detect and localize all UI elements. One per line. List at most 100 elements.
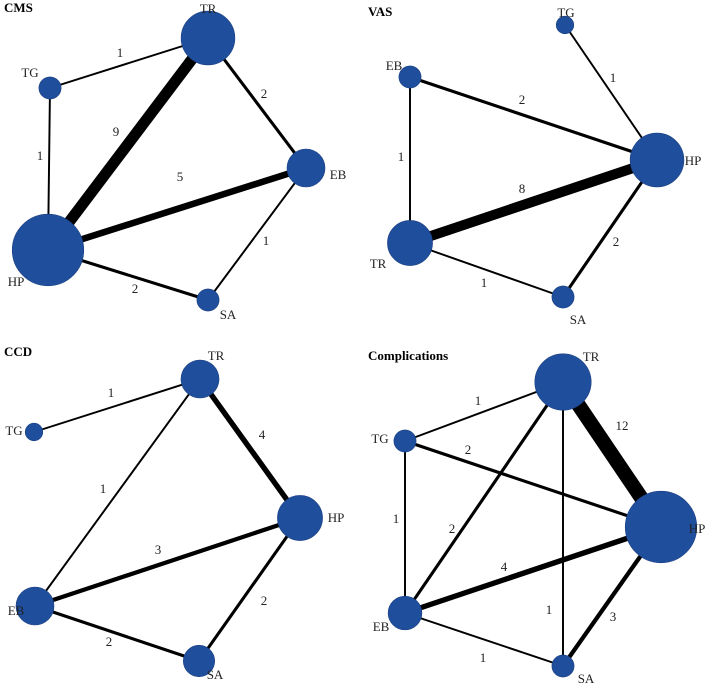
- edge-label: 9: [113, 124, 120, 139]
- node-label-tg: TG: [21, 65, 38, 80]
- edge-label: 3: [155, 542, 162, 557]
- edge-tr-hp: [405, 155, 662, 248]
- node-sa: [196, 288, 220, 312]
- node-label-eb: EB: [330, 167, 347, 182]
- edge-label: 1: [117, 45, 124, 60]
- node-sa: [551, 285, 575, 309]
- edge-label: 1: [546, 602, 553, 617]
- node-tg: [555, 15, 575, 35]
- edge-label: 1: [37, 148, 44, 163]
- nodes: TR TG HP EB SA: [371, 349, 705, 684]
- edges: 1 2 1 8 1 2: [398, 24, 662, 299]
- node-label-tg: TG: [5, 423, 22, 438]
- panel-title: CCD: [4, 344, 32, 359]
- node-label-sa: SA: [570, 312, 587, 327]
- node-label-sa: SA: [207, 667, 224, 682]
- edge-eb-hp: [408, 75, 659, 162]
- edge-label: 1: [480, 650, 487, 665]
- node-tg: [24, 422, 44, 442]
- node-label-hp: HP: [685, 153, 702, 168]
- edge-eb-hp: [402, 524, 664, 616]
- edge-tg-hp: [564, 24, 658, 161]
- edge-sa-hp: [561, 158, 659, 299]
- panel-title: CMS: [4, 0, 33, 15]
- edge-label: 4: [259, 427, 266, 442]
- node-hp: [11, 213, 85, 287]
- edge-label: 2: [261, 86, 268, 101]
- node-tr: [180, 10, 236, 66]
- edge-label: 12: [616, 418, 629, 433]
- node-label-hp: HP: [689, 521, 706, 536]
- edge-label: 2: [519, 92, 526, 107]
- edge-label: 2: [449, 521, 456, 536]
- edge-label: 1: [481, 275, 488, 290]
- edge-label: 4: [501, 559, 508, 574]
- node-label-tg: TG: [371, 431, 388, 446]
- node-label-hp: HP: [8, 274, 25, 289]
- node-hp: [624, 490, 698, 564]
- panel-ccd: CCD 1 4 1 3 2 2 TR TG HP EB SA: [4, 344, 344, 682]
- edge-label: 2: [465, 442, 472, 457]
- node-eb: [398, 65, 422, 89]
- node-tg: [38, 76, 62, 100]
- node-hp: [277, 495, 323, 541]
- nodes: TG EB HP TR SA: [370, 5, 702, 327]
- node-label-tr: TR: [370, 256, 387, 271]
- node-label-sa: SA: [220, 307, 237, 322]
- nodes: TR TG EB HP SA: [8, 1, 347, 322]
- node-eb: [15, 586, 55, 626]
- node-label-tr: TR: [583, 349, 600, 364]
- edge-eb-sa: [404, 612, 564, 667]
- edge-tg-tr: [49, 37, 209, 89]
- edge-label: 1: [100, 481, 107, 496]
- edge-hp-eb: [44, 164, 310, 254]
- node-eb: [286, 148, 326, 188]
- edge-tr-eb: [34, 378, 201, 607]
- edge-label: 1: [108, 385, 115, 400]
- panel-title: Complications: [368, 348, 448, 363]
- node-label-eb: EB: [8, 603, 25, 618]
- edge-label: 5: [177, 169, 184, 184]
- edge-tg-hp: [403, 439, 663, 529]
- edge-tr-sa: [409, 242, 564, 298]
- edge-label: 2: [106, 634, 113, 649]
- edge-label: 1: [398, 149, 405, 164]
- edge-eb-hp: [32, 515, 303, 609]
- edge-eb-tr: [403, 380, 565, 615]
- node-label-eb: EB: [386, 58, 403, 73]
- edge-label: 1: [475, 393, 482, 408]
- node-label-tr: TR: [200, 1, 217, 16]
- panel-cms: CMS 1 2 9 1 5 1 2 TR TG EB HP SA: [4, 0, 347, 322]
- edge-tr-hp: [42, 32, 214, 256]
- node-eb: [387, 595, 423, 631]
- edge-eb-sa: [207, 167, 307, 301]
- edge-label: 8: [519, 181, 526, 196]
- edge-tg-tr: [33, 378, 201, 433]
- edge-eb-sa: [33, 604, 201, 663]
- node-tr: [387, 220, 433, 266]
- node-tr: [534, 353, 592, 411]
- panel-vas: VAS 1 2 1 8 1 2 TG EB HP TR SA: [368, 4, 701, 327]
- edge-label: 1: [393, 511, 400, 526]
- edge-label: 1: [610, 70, 617, 85]
- edge-label: 2: [261, 593, 268, 608]
- node-label-eb: EB: [373, 619, 390, 634]
- edges: 1 4 1 3 2 2: [32, 376, 303, 663]
- edge-label: 2: [132, 281, 139, 296]
- node-sa: [183, 645, 215, 677]
- node-sa: [551, 654, 575, 678]
- node-tg: [393, 429, 417, 453]
- node-label-sa: SA: [578, 671, 595, 684]
- edge-tr-hp: [197, 376, 303, 521]
- edges: 1 2 9 1 5 1 2: [37, 32, 310, 302]
- edge-label: 2: [613, 234, 620, 249]
- node-label-tr: TR: [208, 348, 225, 363]
- node-label-tg: TG: [557, 5, 574, 20]
- node-hp: [629, 132, 685, 188]
- panel-title: VAS: [368, 4, 392, 19]
- edge-label: 1: [263, 233, 270, 248]
- node-label-hp: HP: [328, 510, 345, 525]
